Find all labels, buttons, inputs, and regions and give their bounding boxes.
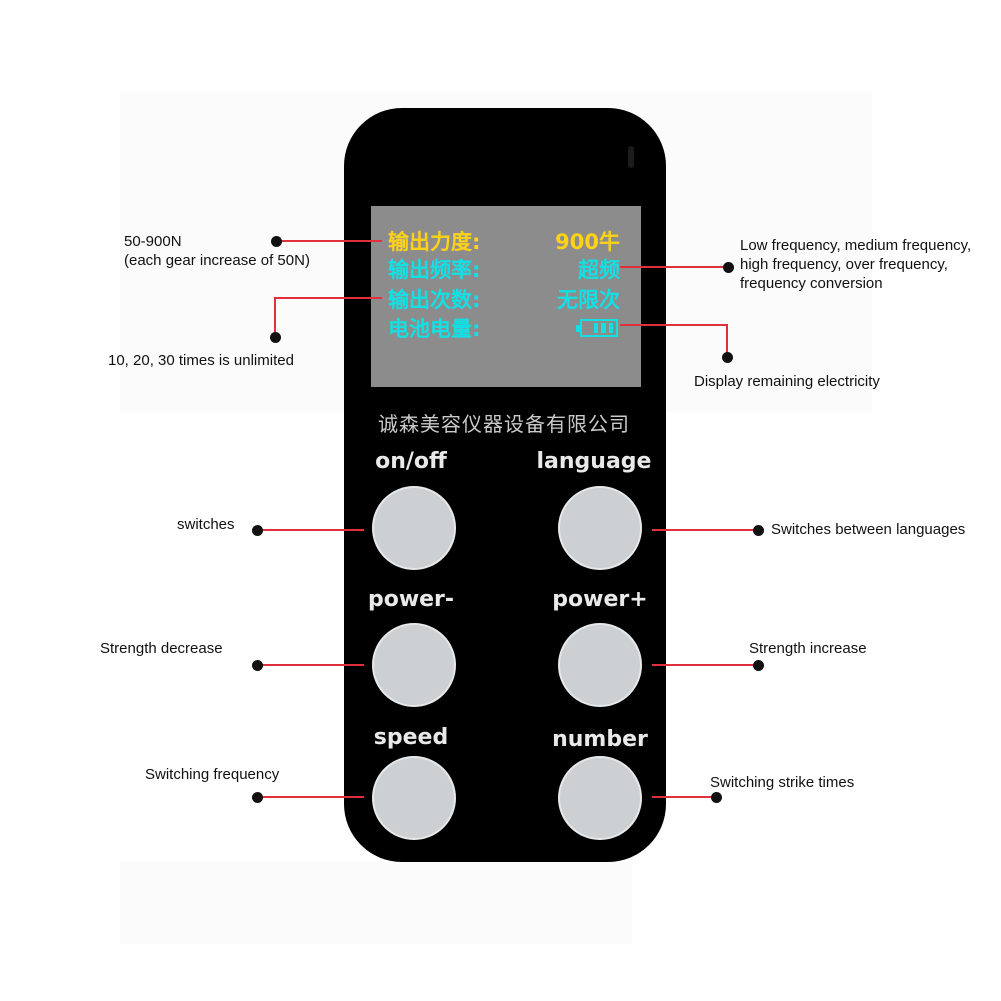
- power-plus-button[interactable]: [558, 623, 642, 707]
- screen-value-frequency: 超频: [578, 258, 620, 282]
- screen-value-times: 无限次: [557, 288, 620, 312]
- display-screen: [371, 206, 641, 387]
- screen-label-force: 输出力度:: [388, 230, 481, 254]
- annotation-language: Switches between languages: [771, 521, 966, 538]
- screen-row-frequency: 输出频率: 超频: [388, 256, 620, 284]
- endpoint-dot: [271, 236, 282, 247]
- endpoint-dot: [252, 792, 263, 803]
- annotation-force: 50-900N (each gear increase of 50N): [124, 232, 310, 270]
- battery-cap: [576, 325, 580, 332]
- power-minus-label: power-: [367, 587, 455, 612]
- leader-line-times: [274, 297, 276, 337]
- endpoint-dot: [270, 332, 281, 343]
- number-button[interactable]: [558, 756, 642, 840]
- endpoint-dot: [252, 660, 263, 671]
- leader-line-language: [652, 529, 758, 531]
- power-minus-button[interactable]: [372, 623, 456, 707]
- on-off-button[interactable]: [372, 486, 456, 570]
- on-off-label: on/off: [375, 449, 447, 474]
- leader-line-battery: [620, 324, 728, 326]
- endpoint-dot: [723, 262, 734, 273]
- screen-row-battery: 电池电量:: [388, 315, 620, 343]
- screen-label-frequency: 输出频率:: [388, 258, 481, 282]
- battery-bar: [594, 323, 599, 333]
- annotation-frequency-line3: frequency conversion: [740, 275, 883, 292]
- battery-bar: [601, 323, 606, 333]
- number-label: number: [552, 727, 648, 752]
- leader-line-battery: [726, 324, 728, 358]
- screen-row-force: 输出力度: 900牛: [388, 228, 620, 256]
- screen-value-force: 900牛: [555, 230, 620, 254]
- speed-button[interactable]: [372, 756, 456, 840]
- endpoint-dot: [753, 525, 764, 536]
- annotation-force-line1: 50-900N: [124, 233, 182, 250]
- leader-line-number: [652, 796, 716, 798]
- leader-line-speed: [260, 796, 364, 798]
- leader-line-power-minus: [260, 664, 364, 666]
- leader-line-times: [274, 297, 382, 299]
- language-label: language: [536, 449, 652, 474]
- endpoint-dot: [711, 792, 722, 803]
- leader-line-on-off: [260, 529, 364, 531]
- annotation-force-line2: (each gear increase of 50N): [124, 252, 310, 269]
- annotation-frequency: Low frequency, medium frequency, high fr…: [740, 236, 971, 293]
- background-panel: [120, 862, 632, 944]
- leader-line-frequency: [620, 266, 728, 268]
- endpoint-dot: [252, 525, 263, 536]
- annotation-times: 10, 20, 30 times is unlimited: [108, 352, 294, 369]
- annotation-speed: Switching frequency: [145, 766, 280, 783]
- language-button[interactable]: [558, 486, 642, 570]
- endpoint-dot: [722, 352, 733, 363]
- screen-label-times: 输出次数:: [388, 288, 481, 312]
- power-plus-label: power+: [552, 587, 648, 612]
- annotation-on-off: switches: [177, 516, 235, 533]
- annotation-number: Switching strike times: [710, 774, 855, 791]
- annotation-frequency-line1: Low frequency, medium frequency,: [740, 237, 972, 254]
- battery-bar: [608, 323, 613, 333]
- leader-line-power-plus: [652, 664, 758, 666]
- leader-line-force: [276, 240, 382, 242]
- annotation-frequency-line2: high frequency, over frequency,: [740, 256, 948, 273]
- endpoint-dot: [753, 660, 764, 671]
- company-watermark: 诚森美容仪器设备有限公司: [378, 412, 630, 436]
- screen-row-times: 输出次数: 无限次: [388, 286, 620, 314]
- annotation-power-plus: Strength increase: [749, 640, 867, 657]
- screen-label-battery: 电池电量:: [388, 317, 481, 341]
- annotation-battery: Display remaining electricity: [694, 373, 880, 390]
- speed-label: speed: [373, 725, 449, 750]
- indicator-light: [628, 146, 634, 168]
- battery-icon: [576, 319, 618, 337]
- annotation-power-minus: Strength decrease: [100, 640, 223, 657]
